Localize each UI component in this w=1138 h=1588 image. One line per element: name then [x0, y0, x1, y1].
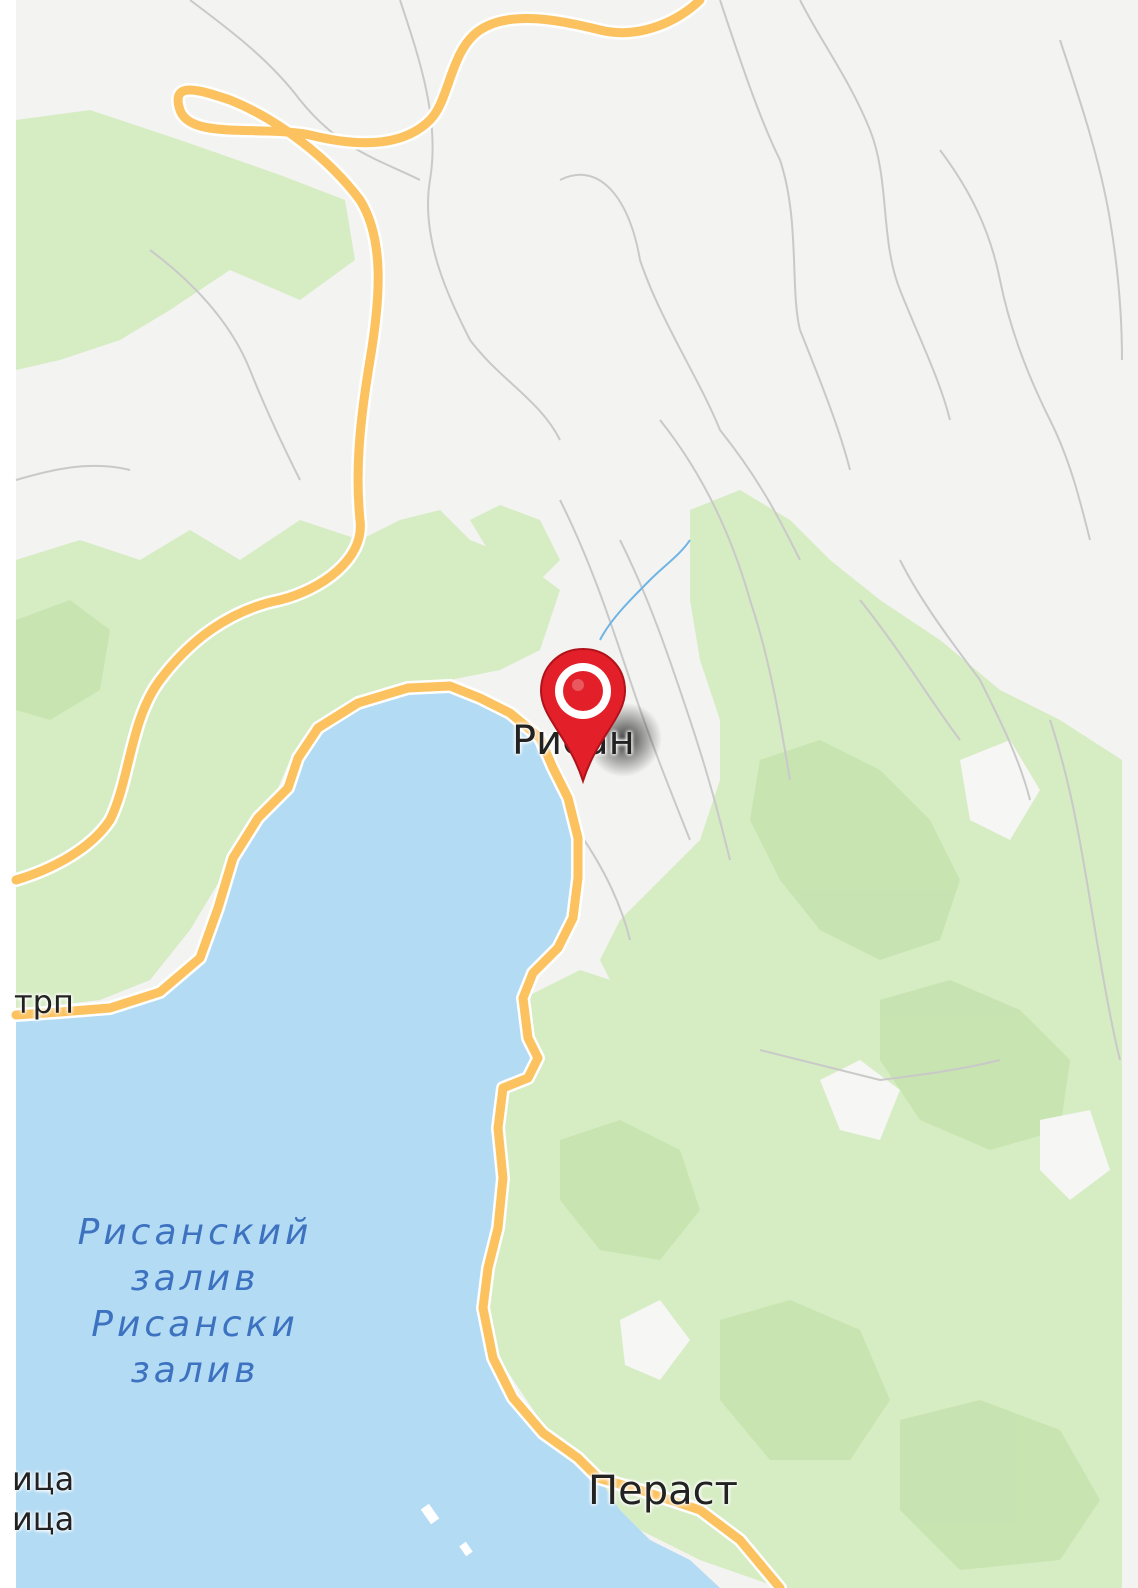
location-pin-icon[interactable]: [533, 645, 633, 785]
place-label-left-lower[interactable]: ица: [12, 1500, 75, 1538]
stream: [599, 539, 691, 641]
place-label-left-upper[interactable]: ица: [12, 1460, 75, 1498]
place-label-strp[interactable]: трп: [14, 983, 74, 1021]
water-label-line: Рисански: [91, 1304, 299, 1345]
coastal-road: [11, 681, 785, 1588]
bay-water: [16, 688, 720, 1588]
map-left-edge: [0, 0, 16, 1588]
water-label-line: залив: [130, 1350, 260, 1391]
clearings: [620, 740, 1110, 1380]
mountain-road: [11, 0, 705, 885]
water-label-risan-bay: Рисанский залив Рисански залив: [40, 1210, 350, 1394]
roads: [11, 0, 785, 1588]
water-label-line: залив: [130, 1258, 260, 1299]
islets: [420, 1503, 473, 1557]
water-label-line: Рисанский: [77, 1212, 313, 1253]
terrain-contours: [15, 0, 1123, 1082]
place-label-perast[interactable]: Пераст: [588, 1468, 738, 1514]
